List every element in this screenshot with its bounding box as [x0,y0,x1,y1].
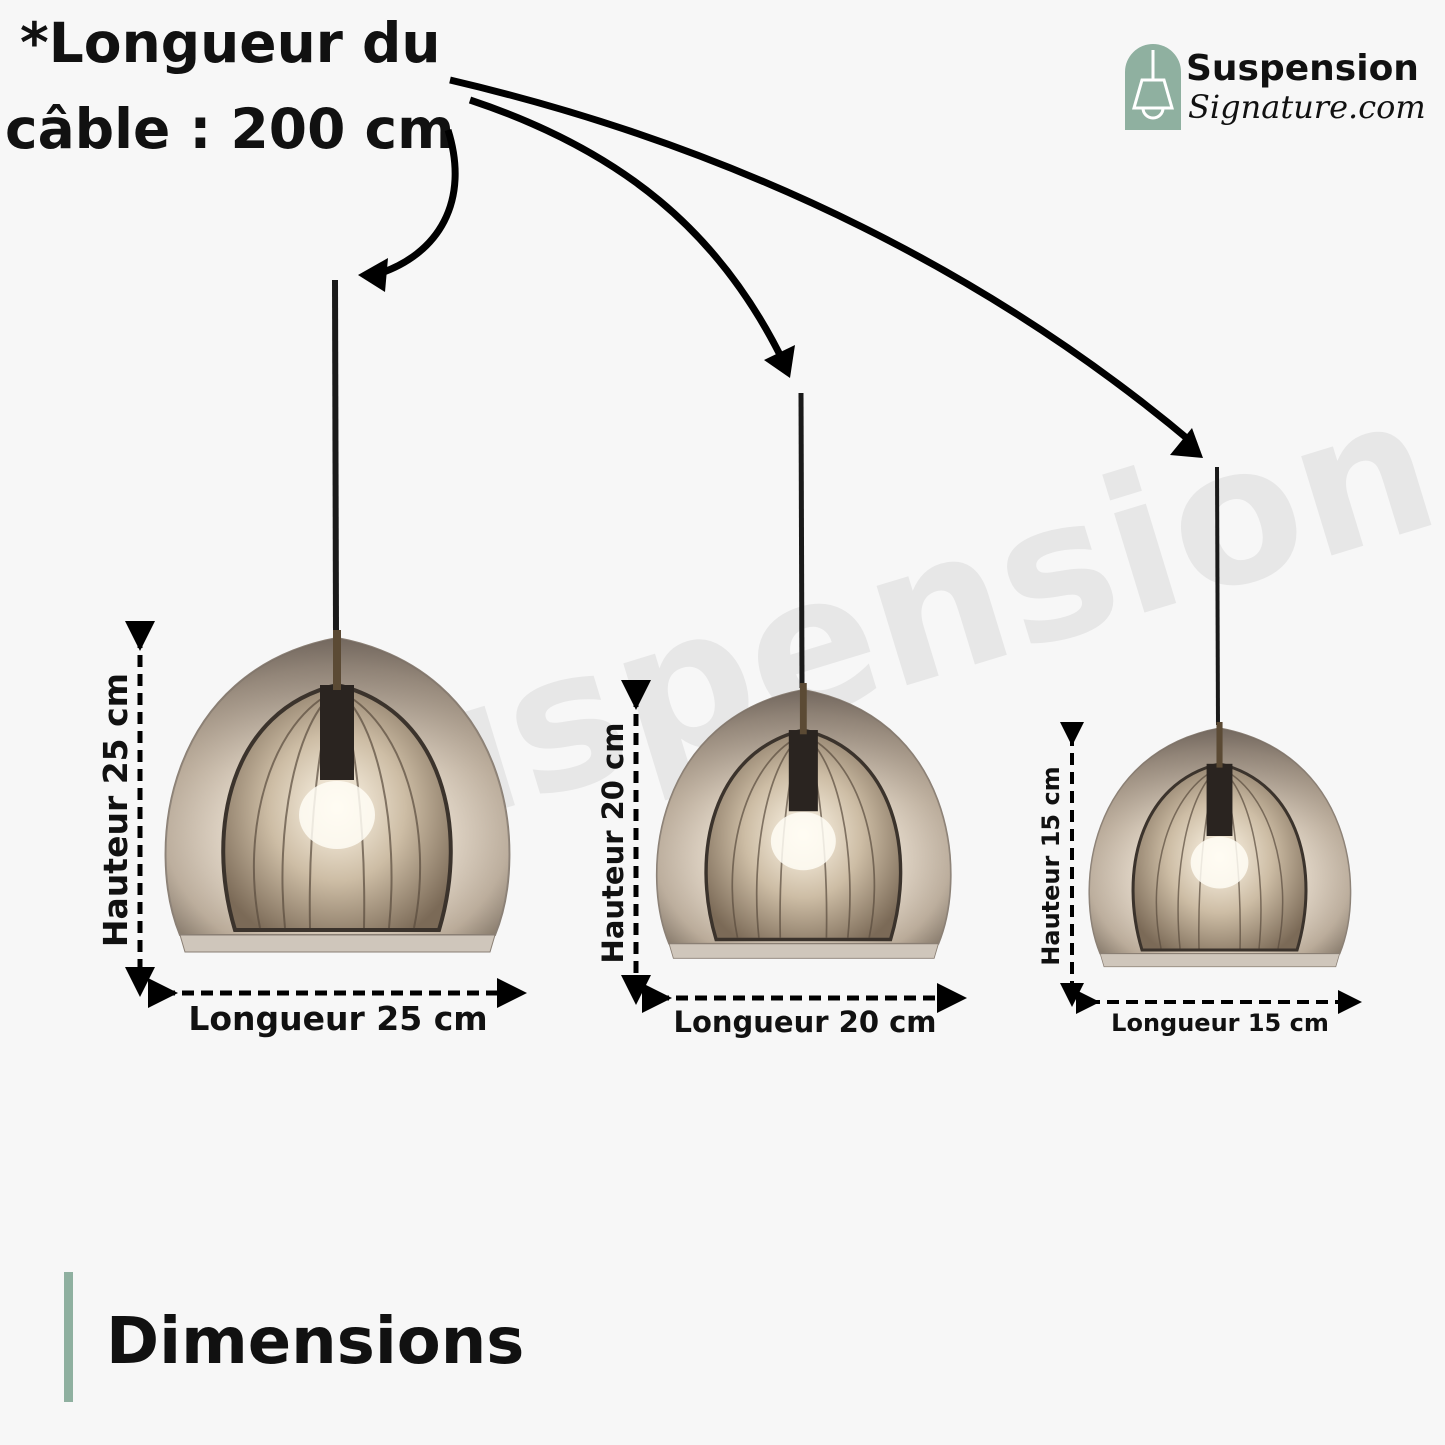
height-label-1: Hauteur 25 cm [96,673,135,947]
brand-logo: Suspension Signature.com [1125,44,1426,130]
arrowhead-icon [764,345,795,378]
cable-length-line2: câble : 200 cm [5,97,454,161]
width-label-2: Longueur 20 cm [673,1005,936,1039]
arrow-to-lamp-1 [373,128,459,279]
arrowhead-icon [1170,428,1203,458]
dimension-lines [125,621,1362,1014]
pendant-lamp-medium [655,392,953,961]
arrow-to-lamp-2 [468,96,789,367]
logo-brand-top: Suspension [1186,48,1419,89]
logo-brand-bottom: Signature.com [1188,88,1426,126]
arrow-to-lamp-3 [449,76,1198,448]
arrowhead-icon [358,258,388,292]
cable-pointer-arrows [373,76,1198,448]
accent-bar [64,1272,73,1402]
pendant-lamp-large [163,279,512,954]
height-label-2: Hauteur 20 cm [596,723,630,964]
section-title: Dimensions [106,1305,524,1379]
width-label-1: Longueur 25 cm [188,999,487,1038]
width-label-3: Longueur 15 cm [1111,1009,1329,1037]
cable-length-line1: *Longueur du [20,11,441,75]
height-label-3: Hauteur 15 cm [1037,766,1065,965]
pendant-lamp-small [1087,466,1353,969]
